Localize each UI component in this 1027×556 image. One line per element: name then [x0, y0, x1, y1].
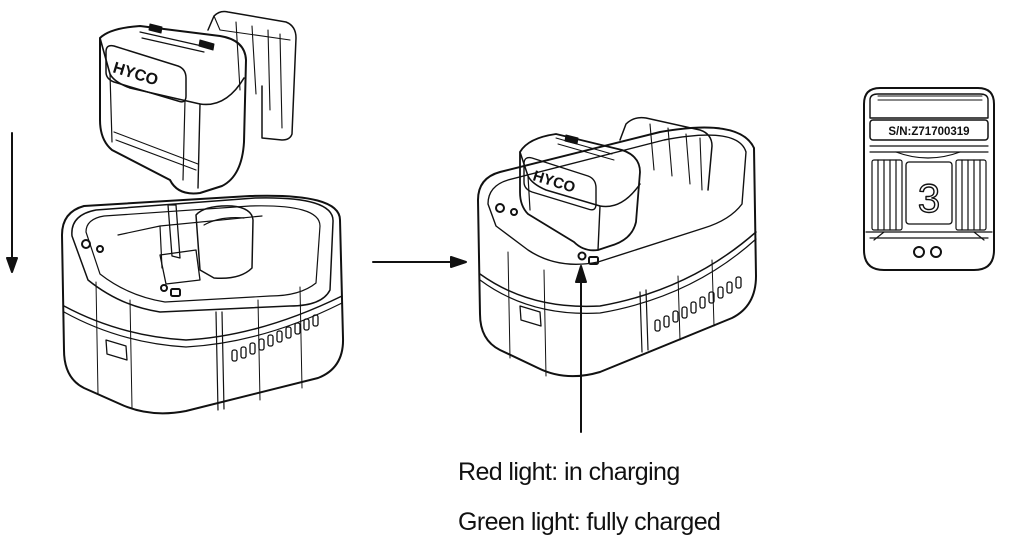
charger-with-battery-inserting — [61, 10, 345, 415]
serial-number-label: S/N:Z71700319 — [888, 126, 969, 138]
charger-with-battery-seated — [477, 116, 757, 433]
green-light-caption: Green light: fully charged — [458, 508, 721, 536]
red-light-caption: Red light: in charging — [458, 458, 680, 486]
battery-brand-label-left: HYCO — [111, 60, 160, 90]
step-arrow — [372, 256, 467, 268]
charging-slot-top-view — [863, 87, 995, 271]
slot-number: 3 — [918, 177, 940, 221]
insert-direction-arrow — [6, 132, 18, 273]
